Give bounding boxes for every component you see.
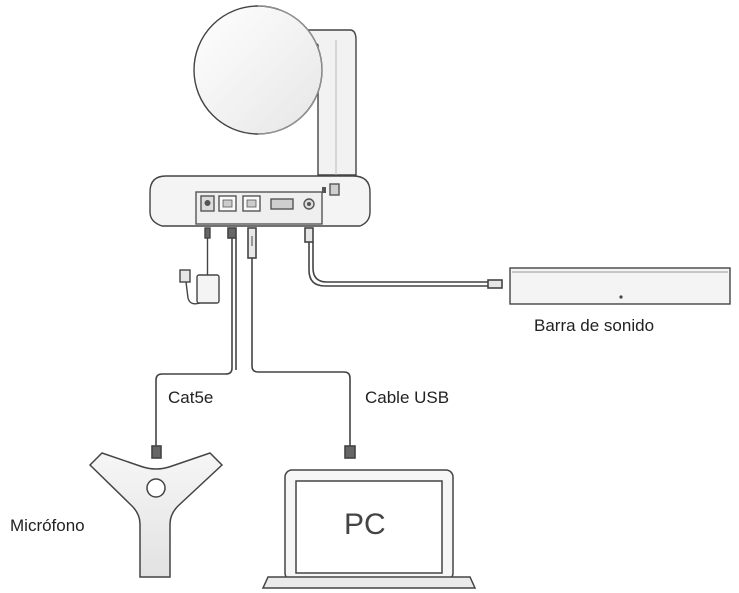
laptop-keyboard-base bbox=[261, 576, 477, 589]
laptop-screen bbox=[295, 480, 443, 574]
usb-port bbox=[270, 198, 294, 210]
usb-cable-label: Cable USB bbox=[365, 388, 450, 407]
soundbar bbox=[509, 267, 731, 305]
cat5e-label: Cat5e bbox=[168, 388, 214, 407]
microphone bbox=[88, 452, 224, 578]
camera bbox=[149, 5, 371, 227]
audio-cable bbox=[304, 227, 503, 289]
microphone-mute-button bbox=[146, 478, 166, 498]
power-adapter bbox=[179, 227, 220, 305]
cat5e-cable bbox=[151, 227, 237, 459]
soundbar-label: Barra de sonido bbox=[534, 316, 655, 335]
microphone-body bbox=[88, 452, 224, 578]
microphone-label: Micrófono bbox=[10, 516, 85, 535]
camera-arm bbox=[298, 29, 357, 176]
laptop bbox=[261, 469, 477, 589]
usb-cable bbox=[247, 227, 356, 459]
pc-label: PC bbox=[344, 508, 386, 541]
camera-lens-housing bbox=[193, 5, 323, 135]
